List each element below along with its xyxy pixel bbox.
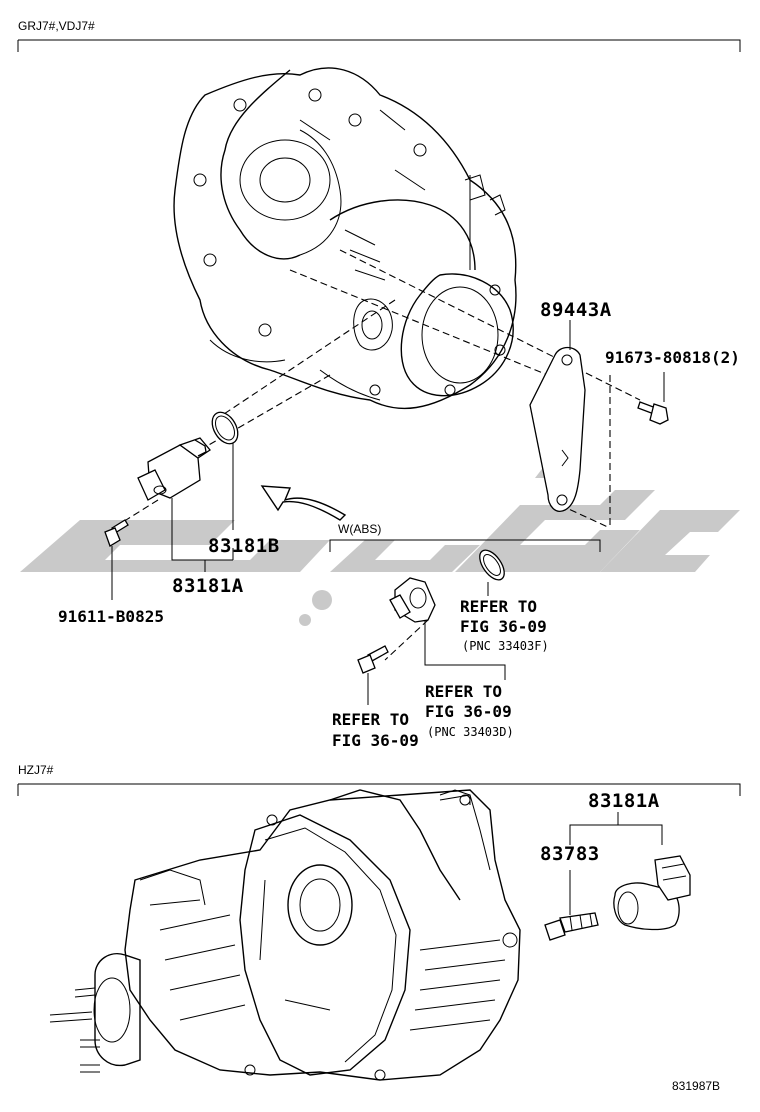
projection-line-abs [384,619,429,661]
speed-sensor-top [137,437,211,501]
bolt-91673 [637,401,669,425]
sensor-bracket-part [529,346,586,512]
section-header-top: GRJ7#,VDJ7# [18,19,95,33]
o-ring-83181B [211,411,239,445]
refer-bolt-line1: REFER TO [332,710,409,729]
leader-83181A-bottom [569,812,663,845]
refer-sensor-line2: FIG 36-09 [425,702,512,721]
refer-oring-pnc: (PNC 33403F) [462,639,549,653]
arrow-pointer [260,485,347,521]
label-83783: 83783 [540,843,600,865]
watermark-logo [20,465,740,626]
subgroup-label: W(ABS) [338,522,381,536]
section-header-bottom: HZJ7# [18,763,54,777]
refer-oring-line2: FIG 36-09 [460,617,547,636]
refer-sensor-pnc: (PNC 33403D) [427,725,514,739]
label-91611: 91611-B0825 [58,607,164,626]
label-91673: 91673-80818(2) [605,348,740,367]
label-83181A-bottom: 83181A [588,790,660,812]
leader-refer-sensor [424,620,506,680]
leader-83181A-top [171,498,234,572]
refer-bolt-line2: FIG 36-09 [332,731,419,750]
section-bracket-top [17,39,741,52]
label-89443A: 89443A [540,299,612,321]
projection-line-6 [559,375,611,529]
speed-sensor-bottom [613,855,691,931]
abs-sensor [389,577,436,623]
transmission-housing-top [173,67,517,410]
figure-code: 831987B [672,1079,720,1093]
projection-line-3 [214,299,396,421]
label-83181B: 83181B [208,535,280,557]
label-83181A-top: 83181A [172,575,244,597]
subgroup-bracket [329,539,601,552]
refer-oring-line1: REFER TO [460,597,537,616]
refer-sensor-line1: REFER TO [425,682,502,701]
bolt-abs [357,645,389,674]
transfer-case-bottom [49,789,521,1081]
projection-line-1 [289,269,561,381]
o-ring-abs [479,549,505,581]
section-bracket-bottom [17,783,741,796]
bolt-91611 [104,519,129,547]
projection-line-2 [339,249,641,401]
speed-sensor-gear-83783 [544,912,599,941]
